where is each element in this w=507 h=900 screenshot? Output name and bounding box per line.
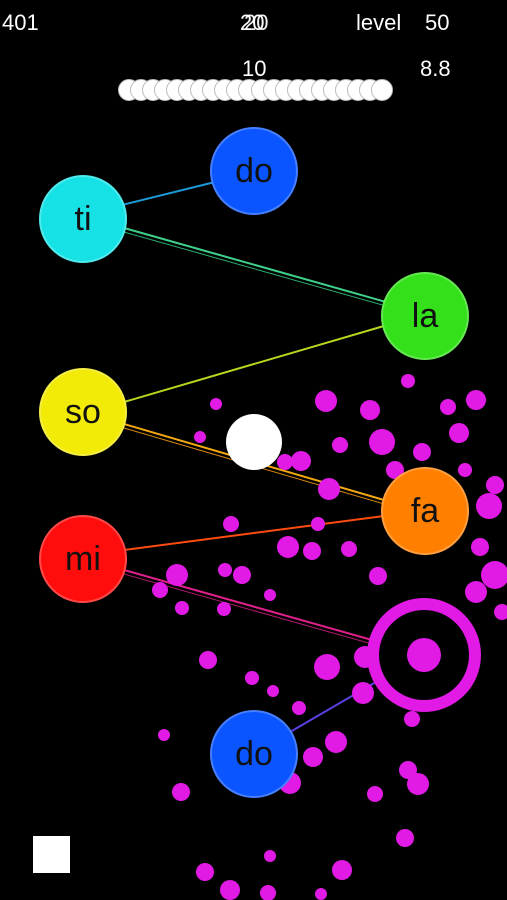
particle: [315, 390, 337, 412]
particle: [210, 398, 222, 410]
timer-target: 10: [242, 56, 267, 81]
particle: [440, 399, 456, 415]
note-label: do: [235, 734, 273, 773]
particle: [175, 601, 189, 615]
particle: [303, 542, 321, 560]
particle: [220, 880, 240, 900]
particle: [396, 829, 414, 847]
particle: [158, 729, 170, 741]
particle: [341, 541, 357, 557]
note-label: so: [65, 392, 101, 431]
particle: [194, 431, 206, 443]
particle: [465, 581, 487, 603]
note-label: do: [235, 151, 273, 190]
particle: [303, 747, 323, 767]
particle: [292, 701, 306, 715]
note-label: ti: [74, 199, 92, 238]
note-mi[interactable]: mi: [39, 515, 127, 603]
particle: [486, 476, 504, 494]
bead-progress-bar: [118, 79, 393, 103]
particle: [352, 682, 374, 704]
stop-button[interactable]: [33, 836, 70, 873]
particle: [407, 773, 429, 795]
timer-elapsed: 8.8: [420, 56, 451, 81]
particle: [277, 536, 299, 558]
particle: [315, 888, 327, 900]
particle: [196, 863, 214, 881]
particle: [217, 602, 231, 616]
particle: [476, 493, 502, 519]
particle: [404, 711, 420, 727]
particle: [233, 566, 251, 584]
link-ti-la: [123, 227, 387, 303]
particle: [367, 786, 383, 802]
note-la[interactable]: la: [381, 272, 469, 360]
particle: [471, 538, 489, 556]
note-do-bottom[interactable]: do: [210, 710, 298, 798]
note-so[interactable]: so: [39, 368, 127, 456]
particle: [318, 478, 340, 500]
particle: [332, 860, 352, 880]
particle: [401, 374, 415, 388]
particle: [369, 429, 395, 455]
particle: [369, 567, 387, 585]
particle: [166, 564, 188, 586]
player-ball[interactable]: [226, 414, 282, 470]
particle: [245, 671, 259, 685]
particle: [458, 463, 472, 477]
target-core: [407, 638, 441, 672]
particle: [264, 589, 276, 601]
score-display: 401: [2, 10, 39, 35]
particle: [466, 390, 486, 410]
progress-bead: [371, 79, 393, 101]
link-ti-la-b: [123, 231, 387, 307]
particle: [325, 731, 347, 753]
link-ti-do: [121, 181, 216, 206]
note-label: fa: [410, 491, 440, 530]
particle: [264, 850, 276, 862]
particle: [481, 561, 507, 589]
particle: [494, 604, 507, 620]
note-fa[interactable]: fa: [381, 467, 469, 555]
note-do-top[interactable]: do: [210, 127, 298, 215]
particle: [277, 454, 293, 470]
link-mi-fa: [123, 515, 385, 551]
level-label: level: [356, 10, 402, 35]
particle: [291, 451, 311, 471]
particle: [314, 654, 340, 680]
particle: [332, 437, 348, 453]
combo-counter-overlay: 20: [244, 10, 269, 35]
level-value: 50: [425, 10, 450, 35]
particle: [311, 517, 325, 531]
note-label: la: [411, 296, 439, 335]
particle: [218, 563, 232, 577]
link-mi-target: [123, 569, 373, 641]
note-ti[interactable]: ti: [39, 175, 127, 263]
particle: [260, 885, 276, 900]
combo-counter: 20: [240, 10, 265, 35]
particle: [223, 516, 239, 532]
particle: [172, 783, 190, 801]
particle: [152, 582, 168, 598]
particle: [449, 423, 469, 443]
link-so-la: [123, 325, 385, 403]
particle: [267, 685, 279, 697]
particle: [360, 400, 380, 420]
particle: [413, 443, 431, 461]
note-label: mi: [65, 539, 101, 578]
particle: [199, 651, 217, 669]
